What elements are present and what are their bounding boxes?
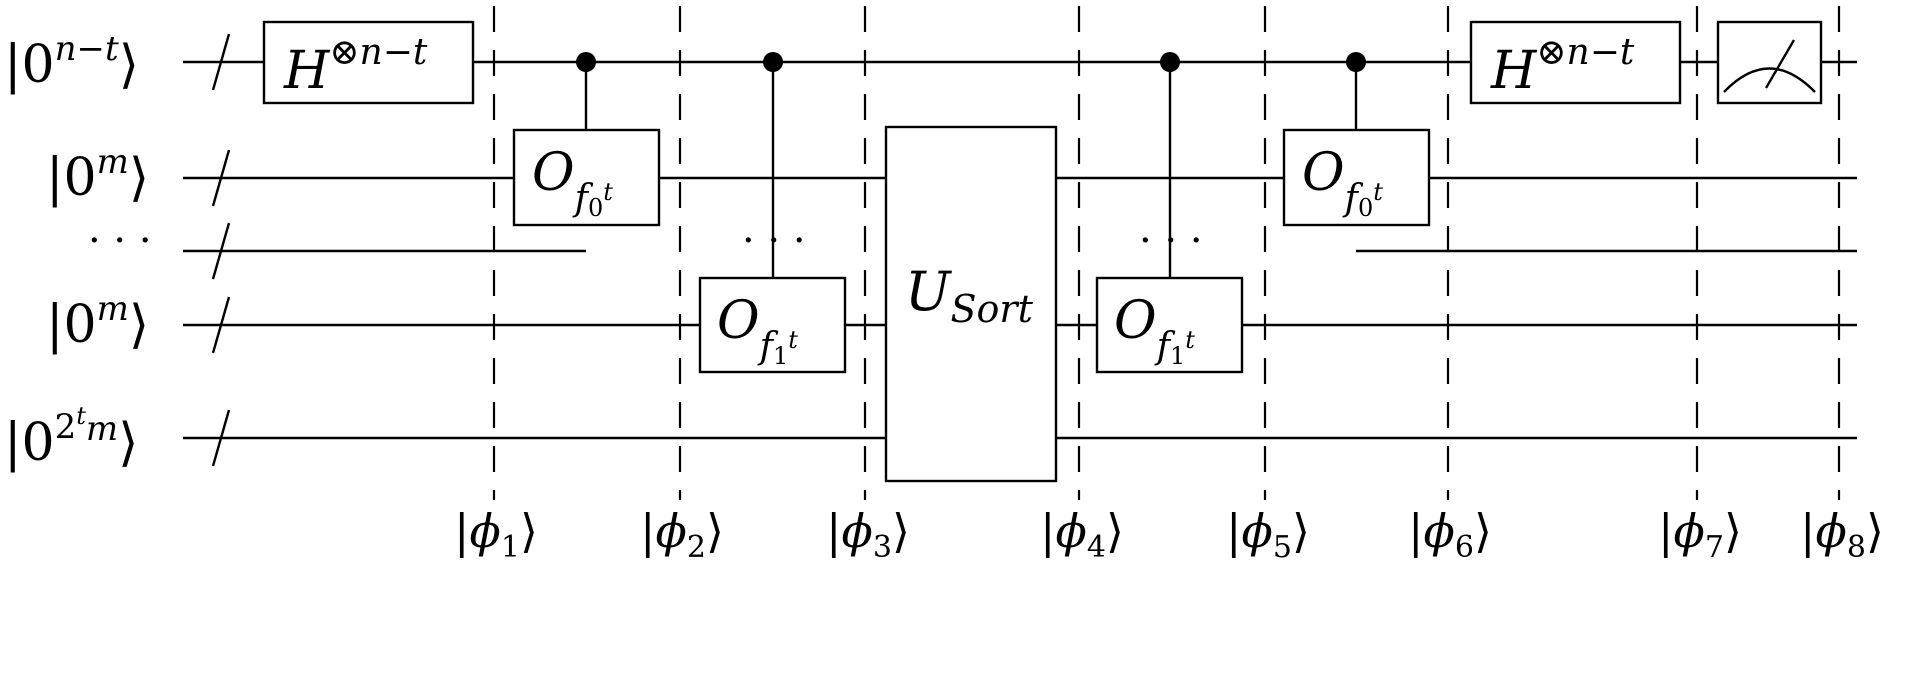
state-label-6: |ϕ6⟩	[1408, 504, 1492, 565]
hadamard-gate-1-label: H⊗n−t	[283, 32, 428, 101]
measurement-meter-icon	[1716, 20, 1823, 105]
hadamard-gate-2-label: H⊗n−t	[1490, 32, 1635, 101]
state-label-5: |ϕ5⟩	[1226, 504, 1310, 565]
oracle-f0-gate-2-box	[1282, 128, 1431, 227]
control-dot-1	[576, 52, 596, 72]
control-connectors	[576, 52, 1366, 278]
state-barriers	[492, 6, 1841, 500]
oracle-f0-gate-1-box	[512, 128, 661, 227]
state-label-1: |ϕ1⟩	[454, 504, 538, 565]
sort-gate-box	[884, 125, 1058, 483]
state-labels: |ϕ1⟩ |ϕ2⟩ |ϕ3⟩ |ϕ4⟩ |ϕ5⟩ |ϕ6⟩ |ϕ7⟩ |ϕ8⟩	[454, 504, 1884, 565]
bundle-slash-4	[211, 409, 231, 467]
control-dot-2	[763, 52, 783, 72]
wire-label-4: |02tm⟩	[4, 402, 138, 473]
oracle-f0-gate-2: Of0t	[1282, 128, 1431, 227]
register-bundle-slashes	[211, 33, 231, 467]
register-ellipsis-1: · · ·	[742, 218, 806, 264]
control-dot-3	[1160, 52, 1180, 72]
bundle-slash-0	[211, 33, 231, 91]
hadamard-gate-1: H⊗n−t	[262, 20, 475, 105]
wire-label-2: · · ·	[88, 218, 152, 264]
bundle-slash-2	[211, 222, 231, 280]
oracle-f1-gate-1: Of1t	[698, 276, 847, 374]
oracle-f0-gate-1: Of0t	[512, 128, 661, 227]
oracle-f0-gate-2-label: Of0t	[1302, 143, 1383, 222]
state-label-7: |ϕ7⟩	[1658, 504, 1742, 565]
wire-labels: |0n−t⟩ |0m⟩ · · · |0m⟩ |02tm⟩	[4, 29, 152, 473]
bundle-slash-3	[211, 296, 231, 354]
hadamard-gate-2: H⊗n−t	[1469, 20, 1682, 105]
hadamard-gate-2-box	[1469, 20, 1682, 105]
bundle-slash-1	[211, 149, 231, 207]
wire-label-3: |0m⟩	[46, 289, 149, 355]
oracle-f1-gate-2: Of1t	[1095, 276, 1244, 374]
oracle-f0-gate-1-label: Of0t	[532, 143, 613, 222]
state-label-4: |ϕ4⟩	[1040, 504, 1124, 565]
meter-arc	[1723, 67, 1816, 93]
wire-label-1: |0m⟩	[46, 142, 149, 208]
state-label-8: |ϕ8⟩	[1800, 504, 1884, 565]
sort-gate: USort	[884, 125, 1058, 483]
measurement-box	[1716, 20, 1823, 105]
oracle-f1-gate-1-box	[698, 276, 847, 374]
oracle-f1-gate-2-label: Of1t	[1114, 291, 1195, 370]
hadamard-gate-1-box	[262, 20, 475, 105]
state-label-2: |ϕ2⟩	[640, 504, 724, 565]
meter-needle	[1764, 39, 1796, 89]
wire-label-0: |0n−t⟩	[4, 29, 139, 95]
state-label-3: |ϕ3⟩	[826, 504, 910, 565]
register-ellipsis-2: · · ·	[1139, 218, 1203, 264]
sort-gate-label: USort	[905, 260, 1034, 331]
oracle-f1-gate-2-box	[1095, 276, 1244, 374]
control-dot-4	[1346, 52, 1366, 72]
